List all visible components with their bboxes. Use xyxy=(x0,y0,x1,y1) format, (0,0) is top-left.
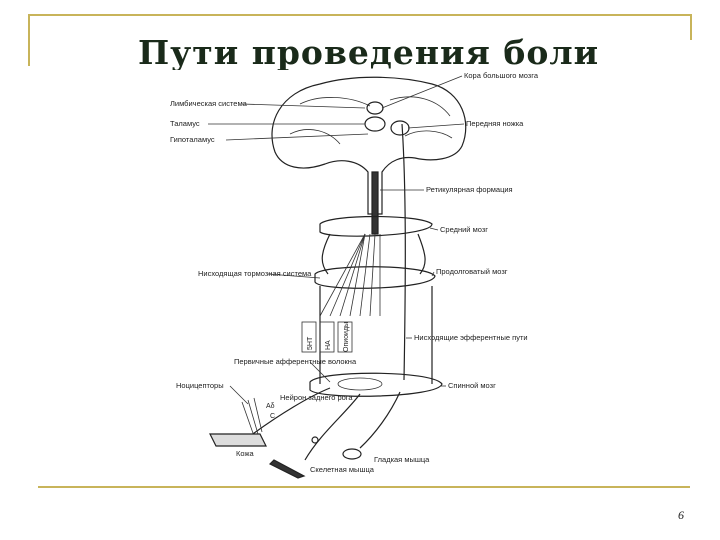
thalamus-node xyxy=(364,116,386,132)
brainstem-fill xyxy=(371,171,379,235)
label-cortex: Кора большого мозга xyxy=(464,71,539,80)
frame-left-rule xyxy=(28,14,30,66)
muscle-nerve xyxy=(304,393,361,461)
label-internal-capsule: Передняя ножка xyxy=(466,119,524,128)
frame-top-rule xyxy=(28,14,692,16)
dorsal-horn-region xyxy=(337,377,383,391)
label-midbrain: Средний мозг xyxy=(440,225,488,234)
smooth-nerve xyxy=(359,391,401,449)
muscle-shape xyxy=(268,459,306,479)
efferent-path xyxy=(401,123,406,381)
label-muscle: Скелетная мышца xyxy=(310,465,375,474)
frame-right-rule xyxy=(690,14,692,40)
spinal-cord-disc xyxy=(309,372,443,397)
brain-fold-1 xyxy=(289,96,453,145)
fiber-type-a-delta: Aδ xyxy=(266,403,275,410)
label-reticular: Ретикулярная формация xyxy=(426,185,513,194)
medulla-disc xyxy=(314,266,436,289)
skin-fibers xyxy=(241,397,263,437)
label-limbic: Лимбическая система xyxy=(170,99,248,108)
capsule-node xyxy=(390,120,410,136)
label-descending: Нисходящая тормозная система xyxy=(198,269,312,278)
label-efferent-paths: Нисходящие эфферентные пути xyxy=(414,333,528,342)
nt-label-1: 5НТ xyxy=(307,336,314,350)
label-smooth-muscle: Гладкая мышца xyxy=(374,455,430,464)
page-number: 6 xyxy=(678,508,684,522)
descending-fibers xyxy=(319,233,381,317)
brain-outline xyxy=(271,76,467,215)
smooth-muscle-shape xyxy=(342,448,362,460)
label-nociceptors: Ноцицепторы xyxy=(176,381,224,390)
label-skin: Кожа xyxy=(236,449,254,458)
label-hypothalamus: Гипоталамус xyxy=(170,135,215,144)
motor-neuron xyxy=(311,436,319,444)
label-thalamus: Таламус xyxy=(170,119,200,128)
pain-pathway-diagram: 5НТ НА Опиоиды Aδ C Лимбическая система … xyxy=(170,71,539,479)
label-afferent-fibers: Первичные афферентные волокна xyxy=(234,357,357,366)
label-medulla: Продолговатый мозг xyxy=(436,267,508,276)
slide-title: Пути проведения боли xyxy=(138,33,598,70)
afferent-nerve xyxy=(249,387,331,437)
nt-label-3: Опиоиды xyxy=(343,322,350,352)
skin-block xyxy=(209,433,267,447)
left-labels: Лимбическая система Таламус Гипоталамус … xyxy=(170,99,375,474)
label-spinal-cord: Спинной мозг xyxy=(448,381,496,390)
midbrain-disc xyxy=(319,215,433,237)
label-dorsal-horn: Нейрон заднего рога xyxy=(280,393,353,402)
footer-rule xyxy=(38,486,690,488)
brainstem-column xyxy=(321,233,426,275)
fiber-type-c: C xyxy=(270,413,275,420)
cortex-node xyxy=(366,101,384,115)
neurotransmitter-boxes: 5НТ НА Опиоиды xyxy=(301,321,353,353)
right-labels: Кора большого мозга Передняя ножка Ретик… xyxy=(374,71,539,464)
nt-label-2: НА xyxy=(325,340,332,350)
